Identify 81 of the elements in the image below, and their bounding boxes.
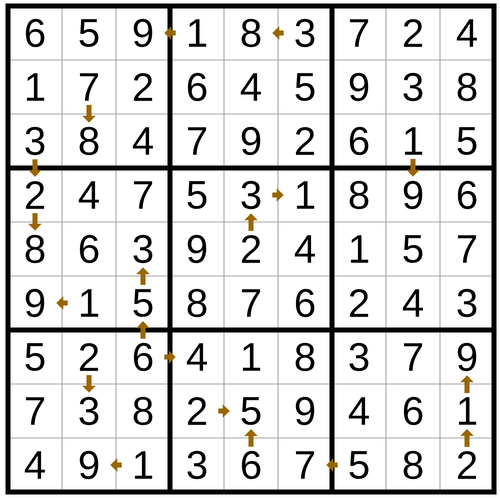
digit: 6: [26, 18, 44, 48]
digit: 6: [458, 180, 476, 210]
digit: 5: [80, 19, 98, 47]
digit: 7: [458, 235, 476, 263]
digit: 7: [296, 451, 314, 479]
digit: 4: [240, 73, 261, 101]
digit: 3: [457, 288, 476, 318]
digit: 9: [26, 288, 44, 318]
digit: 5: [188, 181, 206, 209]
digit: 8: [80, 126, 98, 156]
digit: 1: [296, 181, 314, 209]
digit: 1: [134, 451, 152, 479]
digit: 6: [134, 342, 152, 372]
digit: 3: [79, 396, 98, 426]
digit: 9: [188, 234, 206, 264]
digit: 6: [404, 396, 422, 426]
digit: 9: [134, 18, 152, 48]
digit: 1: [188, 19, 206, 47]
digit: 2: [26, 181, 44, 209]
digit: 3: [349, 342, 368, 372]
digit: 8: [26, 234, 44, 264]
digit: 9: [350, 72, 368, 102]
digit: 7: [134, 181, 152, 209]
digit: 9: [458, 342, 476, 372]
digit: 4: [402, 289, 423, 317]
digit: 7: [26, 397, 44, 425]
digit: 9: [80, 450, 98, 480]
digit: 6: [242, 450, 260, 480]
digit: 1: [350, 235, 368, 263]
digit: 4: [456, 19, 477, 47]
digit: 6: [350, 126, 368, 156]
digit: 9: [242, 126, 260, 156]
digit: 2: [404, 19, 422, 47]
digit: 9: [296, 396, 314, 426]
digit: 4: [294, 235, 315, 263]
digit: 2: [350, 289, 368, 317]
digit: 7: [242, 289, 260, 317]
digit: 4: [78, 181, 99, 209]
digit: 5: [296, 73, 314, 101]
digit: 3: [25, 126, 44, 156]
digit: 6: [188, 72, 206, 102]
digit: 2: [458, 451, 476, 479]
digit: 5: [134, 289, 152, 317]
digit: 9: [404, 180, 422, 210]
digit: 2: [188, 397, 206, 425]
digit: 2: [80, 343, 98, 371]
digit: 5: [458, 127, 476, 155]
digit: 1: [404, 127, 422, 155]
digit: 8: [458, 72, 476, 102]
digit: 1: [458, 397, 476, 425]
digit: 3: [403, 72, 422, 102]
digit: 4: [186, 343, 207, 371]
digit: 7: [350, 19, 368, 47]
digit: 5: [350, 451, 368, 479]
digit: 8: [242, 18, 260, 48]
digit: 8: [350, 180, 368, 210]
digit: 6: [296, 288, 314, 318]
digit: 6: [80, 234, 98, 264]
digit: 4: [348, 397, 369, 425]
digit: 5: [404, 235, 422, 263]
digit: 2: [134, 73, 152, 101]
digit: 5: [26, 343, 44, 371]
digit: 8: [296, 342, 314, 372]
digit: 3: [133, 234, 152, 264]
digit: 7: [404, 343, 422, 371]
digit: 1: [242, 343, 260, 371]
digit: 8: [404, 450, 422, 480]
digit: 4: [24, 451, 45, 479]
digit: 1: [26, 73, 44, 101]
digit: 7: [80, 73, 98, 101]
digit: 3: [241, 180, 260, 210]
digit: 7: [188, 127, 206, 155]
digit: 3: [295, 18, 314, 48]
digit: 1: [80, 289, 98, 317]
digit: 8: [134, 396, 152, 426]
digit: 4: [132, 127, 153, 155]
digit: 2: [296, 127, 314, 155]
digit: 8: [188, 288, 206, 318]
digit: 5: [242, 397, 260, 425]
digit: 3: [187, 450, 206, 480]
digit: 2: [242, 235, 260, 263]
